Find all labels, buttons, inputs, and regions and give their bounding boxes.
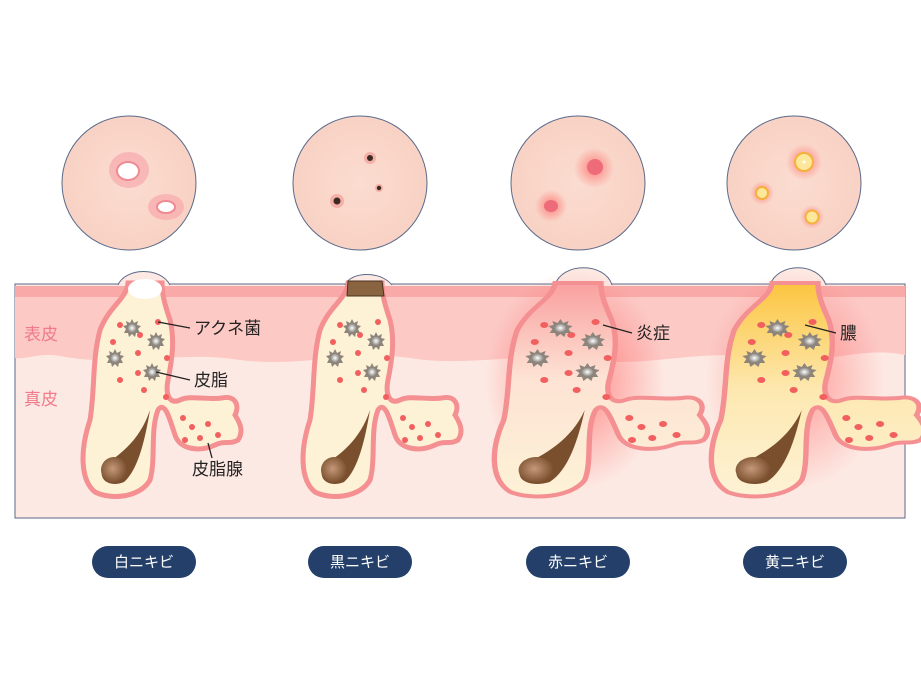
surface-view-blackhead [292,115,428,251]
surface-view-pustule [726,115,862,251]
label-sebum: 皮脂 [194,371,228,391]
follicle-red-pimple [485,270,708,496]
label-inflammation: 炎症 [636,324,670,344]
svg-text:黄ニキビ: 黄ニキビ [765,553,825,571]
stage-label-whitehead: 白ニキビ [92,546,196,578]
label-sebaceous-gland: 皮脂腺 [192,460,243,480]
label-pus: 膿 [840,324,857,344]
stage-label-blackhead: 黒ニキビ [308,546,412,578]
epidermis-label: 表皮 [24,325,58,345]
surface-view-whitehead [61,115,197,251]
svg-text:黒ニキビ: 黒ニキビ [330,553,390,571]
surface-view-red-pimple [510,115,646,251]
follicle-pustule [705,270,921,496]
follicle-blackhead [303,280,461,496]
label-acne-bacteria: アクネ菌 [194,319,261,339]
dermis-label: 真皮 [24,390,58,410]
svg-text:白ニキビ: 白ニキビ [114,553,174,571]
stage-label-red-pimple: 赤ニキビ [526,546,630,578]
follicle-whitehead [83,279,241,496]
stage-label-pustule: 黄ニキビ [743,546,847,578]
svg-text:赤ニキビ: 赤ニキビ [548,553,608,571]
